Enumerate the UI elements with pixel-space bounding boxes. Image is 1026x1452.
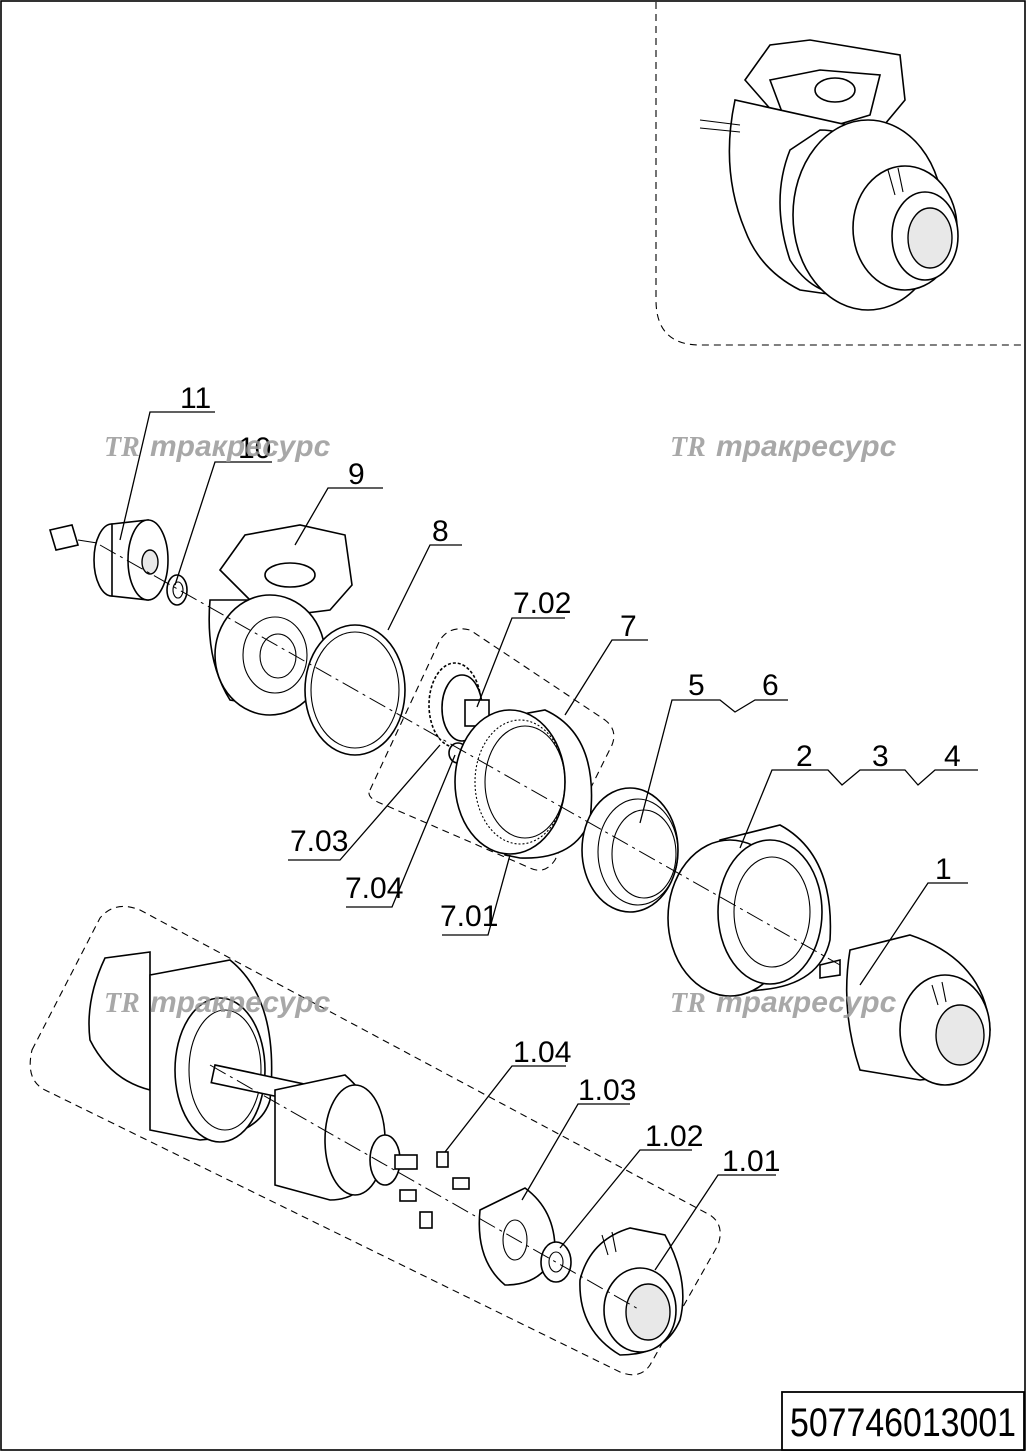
part-1-04-brushes bbox=[399, 1151, 470, 1229]
svg-text:TR: TR bbox=[670, 988, 706, 1019]
callout-5: 5 bbox=[688, 669, 705, 702]
part-1-01-end-cap bbox=[579, 1227, 684, 1356]
callout-7-04: 7.04 bbox=[345, 872, 403, 905]
callout-1-02: 1.02 bbox=[645, 1120, 703, 1153]
svg-text:TR: TR bbox=[104, 988, 140, 1019]
part-9-housing bbox=[208, 524, 353, 716]
callout-1-03: 1.03 bbox=[578, 1074, 636, 1107]
callout-6: 6 bbox=[762, 669, 779, 702]
part-1-motor bbox=[819, 934, 991, 1086]
document-number: 507746013001 bbox=[790, 1401, 1016, 1445]
callout-8: 8 bbox=[432, 515, 449, 548]
group-1-boundary bbox=[29, 905, 721, 1376]
callout-2: 2 bbox=[796, 740, 813, 773]
group-7-boundary bbox=[368, 628, 615, 871]
leader-lines bbox=[119, 411, 978, 1271]
assembled-drive-unit bbox=[699, 39, 959, 311]
part-1-02-bearing bbox=[540, 1241, 572, 1283]
callout-10: 10 bbox=[238, 432, 271, 465]
svg-text:тракресурс: тракресурс bbox=[150, 986, 331, 1019]
watermark: TR тракресурс TR тракресурс TR тракресур… bbox=[104, 430, 897, 1019]
callout-11: 11 bbox=[180, 382, 211, 415]
callout-7: 7 bbox=[620, 610, 637, 643]
part-7-02-gear bbox=[428, 662, 490, 748]
callout-7-03: 7.03 bbox=[290, 825, 348, 858]
part-1-stator-housing bbox=[88, 951, 273, 1143]
callout-9: 9 bbox=[348, 458, 365, 491]
callout-1: 1 bbox=[935, 853, 952, 886]
part-1-rotor bbox=[210, 1064, 418, 1201]
part-1-03-brush-plate bbox=[478, 1187, 556, 1286]
part-11-sensor-unit bbox=[48, 519, 169, 601]
callout-3: 3 bbox=[872, 740, 889, 773]
callout-4: 4 bbox=[944, 740, 961, 773]
group-1-axis bbox=[209, 1064, 641, 1311]
callout-7-01: 7.01 bbox=[440, 900, 498, 933]
part-2-hub-drum bbox=[667, 824, 832, 997]
svg-text:тракресурс: тракресурс bbox=[716, 430, 897, 463]
callout-1-04: 1.04 bbox=[513, 1036, 571, 1069]
svg-text:тракресурс: тракресурс bbox=[716, 986, 897, 1019]
document-number-box bbox=[781, 1391, 1025, 1451]
part-5-6-bearing bbox=[581, 787, 679, 913]
part-10-seal bbox=[166, 574, 188, 606]
assembly-axis bbox=[99, 544, 841, 966]
part-7-01-ring-gear bbox=[454, 709, 593, 859]
callout-7-02: 7.02 bbox=[513, 587, 571, 620]
callout-1-01: 1.01 bbox=[722, 1145, 780, 1178]
svg-text:TR: TR bbox=[104, 432, 140, 463]
svg-text:TR: TR bbox=[670, 432, 706, 463]
svg-text:тракресурс: тракресурс bbox=[150, 430, 331, 463]
